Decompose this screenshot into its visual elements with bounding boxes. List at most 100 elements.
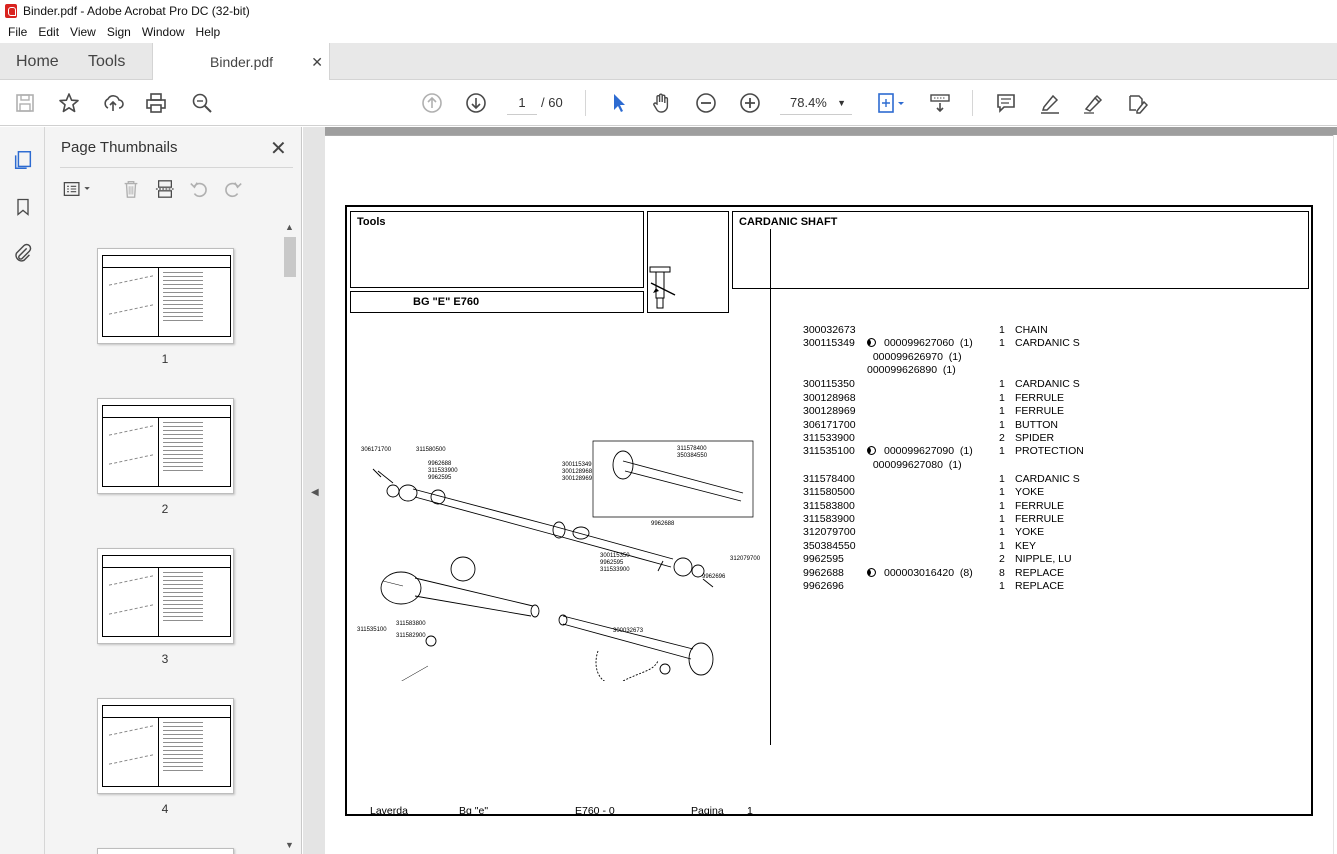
page-thumbnail-5[interactable] [97,848,234,854]
part-reference-text: 000099627080 (1) [867,458,962,471]
acrobat-icon [5,4,17,18]
viewport-top-edge [325,127,1337,135]
part-code: 350384550 [803,539,856,552]
parts-row: 000099626970 (1) [803,351,1303,364]
menu-sign[interactable]: Sign [106,25,131,39]
scroll-down-icon[interactable]: ▼ [285,840,294,850]
thumbnails-icon[interactable] [10,147,36,173]
menu-help[interactable]: Help [195,25,221,39]
part-code: 311535100 [803,445,855,458]
callout-label: 311578400 [677,446,707,452]
print-icon[interactable] [144,91,168,115]
page-frame [345,205,1313,816]
close-panel-icon[interactable]: ✕ [270,138,287,160]
part-reference: 000003016420 (8) [867,567,973,580]
model-box: BG "E" E760 [350,291,644,313]
comment-icon[interactable] [994,91,1018,115]
part-description: NIPPLE, LU [1015,553,1072,566]
tab-document[interactable]: Binder.pdf ✕ [152,43,330,81]
tab-home[interactable]: Home [16,52,59,70]
split-page-icon[interactable] [153,177,177,201]
callout-label: 300128968 [562,469,593,475]
callout-label: 311582900 [396,633,426,639]
page-thumbnail-3[interactable] [97,548,234,644]
part-quantity: 1 [999,418,1005,431]
callout-label: 300115350 [600,553,630,559]
zoom-in-icon[interactable] [738,91,762,115]
highlight-icon[interactable] [1038,91,1062,115]
tool-icon-box [647,211,729,313]
part-description: FERRULE [1015,405,1065,418]
select-arrow-icon[interactable] [606,91,630,115]
part-description: CARDANIC S [1015,472,1080,485]
parts-row: 000099627080 (1) [803,459,1303,472]
page-down-icon[interactable] [464,91,488,115]
tab-document-label: Binder.pdf [210,54,274,70]
replacement-marker-icon [867,338,876,348]
part-reference-text: 000099626970 (1) [867,350,962,363]
page-total: / 60 [541,95,563,110]
part-description: REPLACE [1015,580,1065,593]
fit-page-icon[interactable] [874,91,908,115]
menu-view[interactable]: View [70,25,96,39]
rotate-left-icon[interactable] [187,177,211,201]
left-rail [0,127,45,854]
part-quantity: 2 [999,431,1005,444]
edit-pdf-icon[interactable] [1125,91,1149,115]
parts-row: 300128968 1 FERRULE [803,392,1303,405]
delete-page-icon[interactable] [119,177,143,201]
collapse-panel-icon[interactable]: ◀ [311,487,319,498]
options-menu-icon[interactable] [60,177,96,201]
sign-icon[interactable] [1081,91,1105,115]
tools-header-box: Tools [350,211,644,288]
page-number-input[interactable]: 1 [507,91,537,115]
page-thumbnail-2[interactable] [97,398,234,494]
save-icon[interactable] [13,91,37,115]
rotate-right-icon[interactable] [221,177,245,201]
thumbnails-scrollbar[interactable]: ▲ ▼ [283,220,297,854]
part-code: 300128968 [803,391,856,404]
zoom-level-value: 78.4% [790,95,827,110]
zoom-search-icon[interactable] [190,91,214,115]
tab-tools[interactable]: Tools [88,52,126,70]
part-quantity: 1 [999,324,1005,336]
thumbnail-image [102,705,231,787]
page-thumbnail-1[interactable] [97,248,234,344]
bookmark-icon[interactable] [10,194,36,220]
panel-divider [60,167,293,168]
scroll-up-icon[interactable]: ▲ [285,222,294,232]
part-quantity: 1 [999,472,1005,485]
hand-icon[interactable] [650,91,674,115]
part-description: FERRULE [1015,499,1065,512]
zoom-out-icon[interactable] [694,91,718,115]
part-code: 311578400 [803,472,855,485]
star-icon[interactable] [57,91,81,115]
part-reference-text: 000099626890 (1) [867,364,956,377]
attachment-icon[interactable] [10,240,36,266]
menu-edit[interactable]: Edit [38,25,60,39]
page-up-icon[interactable] [420,91,444,115]
document-viewport[interactable]: ◀ Tools BG "E" E760 CARDANIC SHAFT [303,127,1337,854]
menu-file[interactable]: File [8,25,28,39]
close-tab-icon[interactable]: ✕ [311,53,323,70]
part-code: 9962595 [803,553,844,566]
thumbnail-image [102,255,231,337]
upload-icon[interactable] [101,91,125,115]
zoom-level-select[interactable]: 78.4% ▼ [780,91,852,115]
part-reference-text: 000003016420 (8) [884,566,973,579]
scroll-thumb[interactable] [284,237,296,277]
scroll-mode-icon[interactable] [928,91,952,115]
part-quantity: 1 [999,391,1005,404]
page-thumbnail-4[interactable] [97,698,234,794]
part-description: FERRULE [1015,391,1065,404]
page-thumbnail-label: 4 [161,802,169,816]
menu-window[interactable]: Window [141,25,185,39]
document-scrollbar[interactable] [1334,135,1337,854]
